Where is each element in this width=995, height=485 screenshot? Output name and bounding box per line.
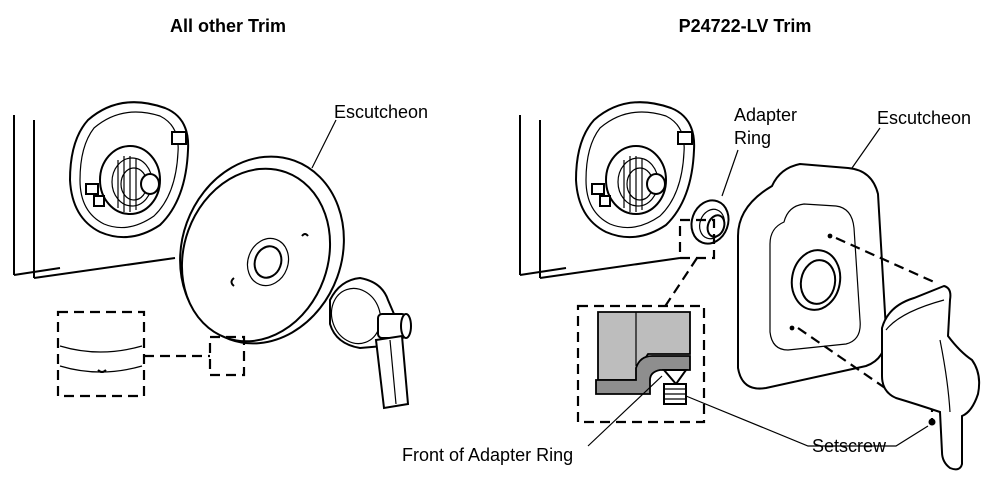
right-escutcheon <box>737 162 888 390</box>
adapter-ring-leader <box>721 149 739 197</box>
left-wall <box>13 115 176 279</box>
left-lever-handle <box>329 276 412 410</box>
left-valve-rough-in <box>68 101 190 239</box>
adapter-detail-connector <box>663 257 698 309</box>
right-lever-handle <box>881 284 981 471</box>
adapter-ring <box>690 199 730 245</box>
handle-guide-line-top <box>835 236 935 284</box>
front-of-adapter-ring-leader <box>587 375 663 447</box>
escutcheon-left-label: Escutcheon <box>334 102 428 122</box>
right-wall <box>519 115 681 279</box>
setscrew-leader <box>685 395 929 447</box>
left-panel-title: All other Trim <box>170 16 286 36</box>
escutcheon-right-label: Escutcheon <box>877 108 971 128</box>
front-of-adapter-ring-label: Front of Adapter Ring <box>402 445 573 465</box>
escutcheon-right-leader <box>851 127 881 169</box>
adapter-ring-detail <box>576 304 706 424</box>
right-valve-rough-in <box>574 101 696 239</box>
left-detail-callout <box>56 310 246 398</box>
right-panel-title: P24722-LV Trim <box>679 16 812 36</box>
handle-guide-line-bottom <box>797 327 889 391</box>
left-escutcheon <box>179 155 345 345</box>
adapter-ring-label-line2: Ring <box>734 128 771 148</box>
escutcheon-left-leader <box>311 119 337 169</box>
adapter-ring-label-line1: Adapter <box>734 105 797 125</box>
